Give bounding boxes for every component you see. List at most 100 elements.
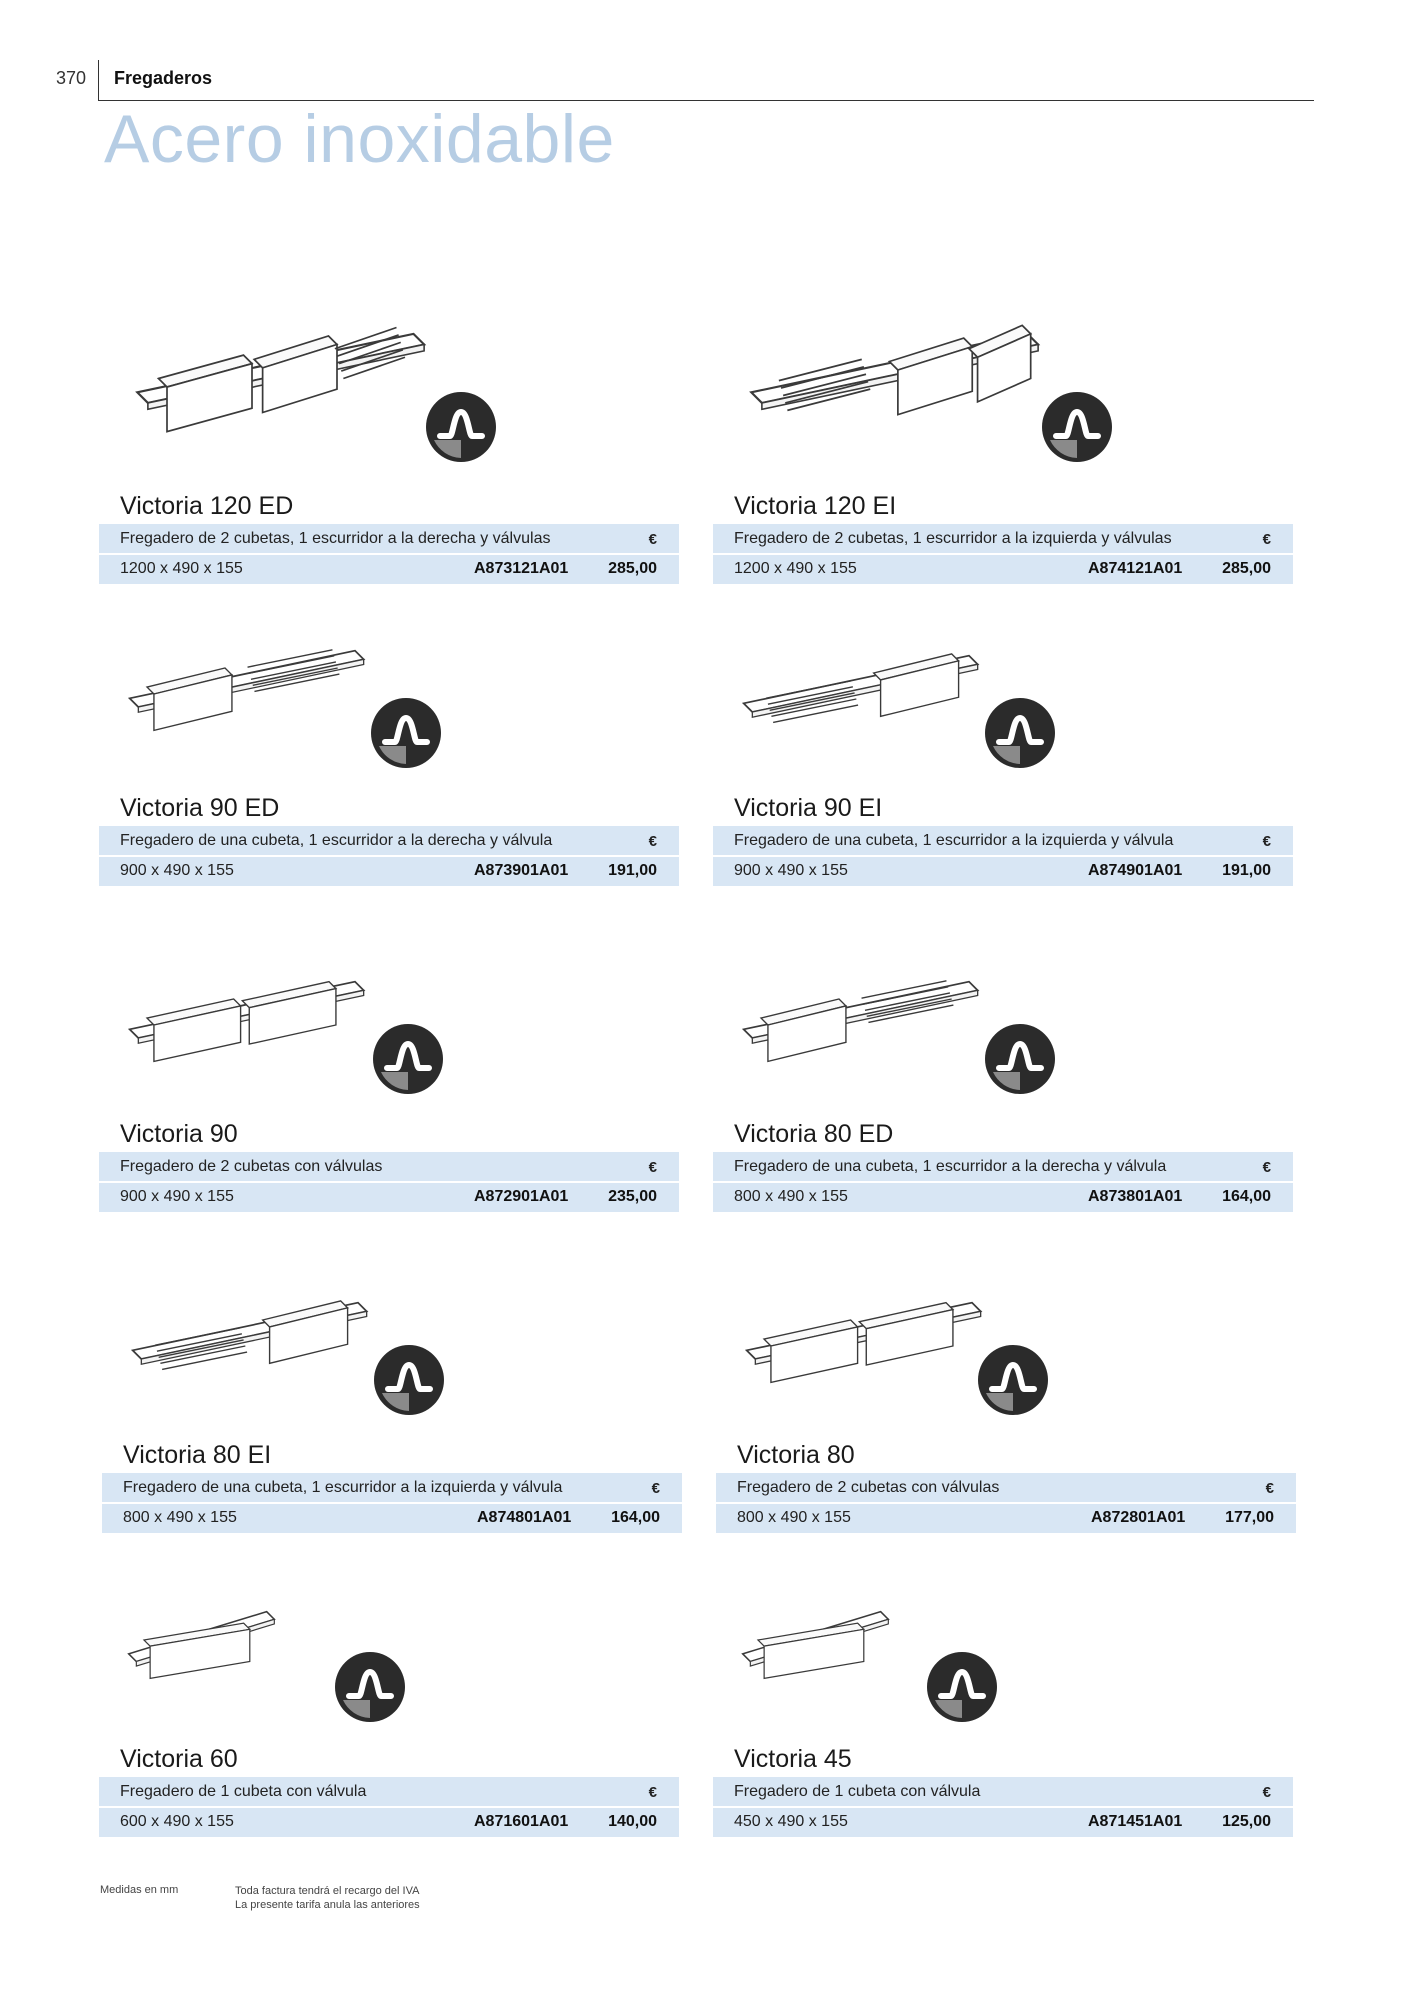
overflow-badge-icon bbox=[369, 696, 443, 770]
currency-label: € bbox=[1262, 1784, 1271, 1801]
sink-illustration bbox=[127, 980, 366, 1063]
product-price: 140,00 bbox=[608, 1813, 657, 1830]
product-name: Victoria 80 ED bbox=[734, 1120, 894, 1148]
product-price: 191,00 bbox=[608, 862, 657, 879]
overflow-badge-icon bbox=[333, 1650, 407, 1724]
product-name: Victoria 90 EI bbox=[734, 794, 883, 822]
product-code: A874901A01 bbox=[1088, 862, 1183, 879]
overflow-badge-icon bbox=[1040, 390, 1114, 464]
product-price: 285,00 bbox=[1222, 560, 1271, 577]
product-card: Victoria 45 Fregadero de 1 cubeta con vál… bbox=[713, 1555, 1293, 1875]
product-info-box: Fregadero de una cubeta, 1 escurridor a … bbox=[99, 826, 679, 886]
product-name: Victoria 80 bbox=[737, 1441, 855, 1469]
overflow-badge-icon bbox=[976, 1343, 1050, 1417]
info-divider bbox=[99, 1181, 679, 1183]
product-name: Victoria 90 bbox=[120, 1120, 238, 1148]
info-divider bbox=[99, 1806, 679, 1808]
product-card: Victoria 90 ED Fregadero de una cubeta, 1… bbox=[99, 604, 679, 924]
sink-illustration bbox=[749, 324, 1041, 416]
currency-label: € bbox=[651, 1480, 660, 1497]
product-dimensions: 450 x 490 x 155 bbox=[734, 1813, 848, 1830]
section-title: Fregaderos bbox=[114, 68, 213, 88]
page-heading: Acero inoxidable bbox=[104, 101, 615, 177]
product-price: 191,00 bbox=[1222, 862, 1271, 879]
product-info-box: Fregadero de una cubeta, 1 escurridor a … bbox=[102, 1473, 682, 1533]
product-info-box: Fregadero de una cubeta, 1 escurridor a … bbox=[713, 1152, 1293, 1212]
product-info-box: Fregadero de 1 cubeta con válvula €450 x … bbox=[713, 1777, 1293, 1837]
product-info-box: Fregadero de 2 cubetas, 1 escurridor a l… bbox=[713, 524, 1293, 584]
product-info-box: Fregadero de 2 cubetas, 1 escurridor a l… bbox=[99, 524, 679, 584]
header-divider bbox=[98, 60, 99, 100]
currency-label: € bbox=[648, 1784, 657, 1801]
info-divider bbox=[102, 1502, 682, 1504]
sink-illustration bbox=[741, 1610, 890, 1680]
product-info-box: Fregadero de 2 cubetas con válvulas €800 … bbox=[716, 1473, 1296, 1533]
product-card: Victoria 90 Fregadero de 2 cubetas con vá… bbox=[99, 930, 679, 1250]
product-name: Victoria 120 ED bbox=[120, 492, 294, 520]
product-card: Victoria 90 EI Fregadero de una cubeta, 1… bbox=[713, 604, 1293, 924]
product-dimensions: 900 x 490 x 155 bbox=[734, 862, 848, 879]
product-dimensions: 600 x 490 x 155 bbox=[120, 1813, 234, 1830]
info-divider bbox=[716, 1502, 1296, 1504]
product-code: A871451A01 bbox=[1088, 1813, 1183, 1830]
sink-illustration bbox=[127, 1610, 276, 1680]
product-description: Fregadero de una cubeta, 1 escurridor a … bbox=[120, 832, 553, 849]
product-code: A873121A01 bbox=[474, 560, 569, 577]
product-name: Victoria 80 EI bbox=[123, 1441, 272, 1469]
sink-illustration bbox=[130, 1300, 369, 1371]
info-divider bbox=[713, 1181, 1293, 1183]
sink-illustration bbox=[741, 980, 980, 1063]
product-dimensions: 800 x 490 x 155 bbox=[734, 1188, 848, 1205]
sink-illustration bbox=[741, 653, 980, 724]
product-name: Victoria 90 ED bbox=[120, 794, 280, 822]
product-description: Fregadero de 2 cubetas con válvulas bbox=[120, 1158, 383, 1175]
product-card: Victoria 80 EI Fregadero de una cubeta, 1… bbox=[102, 1251, 682, 1571]
footer-notes: Toda factura tendrá el recargo del IVA L… bbox=[235, 1884, 420, 1912]
product-price: 164,00 bbox=[611, 1509, 660, 1526]
product-description: Fregadero de una cubeta, 1 escurridor a … bbox=[734, 1158, 1167, 1175]
currency-label: € bbox=[648, 833, 657, 850]
overflow-badge-icon bbox=[983, 696, 1057, 770]
info-divider bbox=[99, 553, 679, 555]
currency-label: € bbox=[1262, 833, 1271, 850]
sink-illustration bbox=[744, 1301, 983, 1384]
info-divider bbox=[713, 553, 1293, 555]
product-code: A873901A01 bbox=[474, 862, 569, 879]
info-divider bbox=[99, 855, 679, 857]
product-description: Fregadero de 2 cubetas con válvulas bbox=[737, 1479, 1000, 1496]
product-price: 177,00 bbox=[1225, 1509, 1274, 1526]
currency-label: € bbox=[648, 1159, 657, 1176]
page-number: 370 bbox=[56, 68, 87, 88]
product-dimensions: 1200 x 490 x 155 bbox=[120, 560, 243, 577]
currency-label: € bbox=[1262, 531, 1271, 548]
validity-note: La presente tarifa anula las anteriores bbox=[235, 1899, 420, 1911]
product-code: A872901A01 bbox=[474, 1188, 569, 1205]
currency-label: € bbox=[648, 531, 657, 548]
product-price: 235,00 bbox=[608, 1188, 657, 1205]
overflow-badge-icon bbox=[925, 1650, 999, 1724]
product-code: A872801A01 bbox=[1091, 1509, 1186, 1526]
product-code: A873801A01 bbox=[1088, 1188, 1183, 1205]
product-description: Fregadero de una cubeta, 1 escurridor a … bbox=[734, 832, 1174, 849]
product-dimensions: 800 x 490 x 155 bbox=[123, 1509, 237, 1526]
product-dimensions: 800 x 490 x 155 bbox=[737, 1509, 851, 1526]
product-name: Victoria 45 bbox=[734, 1745, 852, 1773]
units-note: Medidas en mm bbox=[100, 1884, 179, 1896]
product-description: Fregadero de 2 cubetas, 1 escurridor a l… bbox=[734, 530, 1172, 547]
product-dimensions: 900 x 490 x 155 bbox=[120, 862, 234, 879]
tax-note: Toda factura tendrá el recargo del IVA bbox=[235, 1885, 420, 1897]
product-card: Victoria 80 Fregadero de 2 cubetas con vá… bbox=[716, 1251, 1296, 1571]
currency-label: € bbox=[1262, 1159, 1271, 1176]
currency-label: € bbox=[1265, 1480, 1274, 1497]
product-code: A874121A01 bbox=[1088, 560, 1183, 577]
product-price: 164,00 bbox=[1222, 1188, 1271, 1205]
info-divider bbox=[713, 855, 1293, 857]
overflow-badge-icon bbox=[424, 390, 498, 464]
sink-illustration bbox=[127, 649, 366, 732]
product-description: Fregadero de 2 cubetas, 1 escurridor a l… bbox=[120, 530, 551, 547]
product-name: Victoria 60 bbox=[120, 1745, 238, 1773]
sink-illustration bbox=[135, 326, 427, 433]
product-description: Fregadero de 1 cubeta con válvula bbox=[734, 1783, 981, 1800]
product-code: A871601A01 bbox=[474, 1813, 569, 1830]
